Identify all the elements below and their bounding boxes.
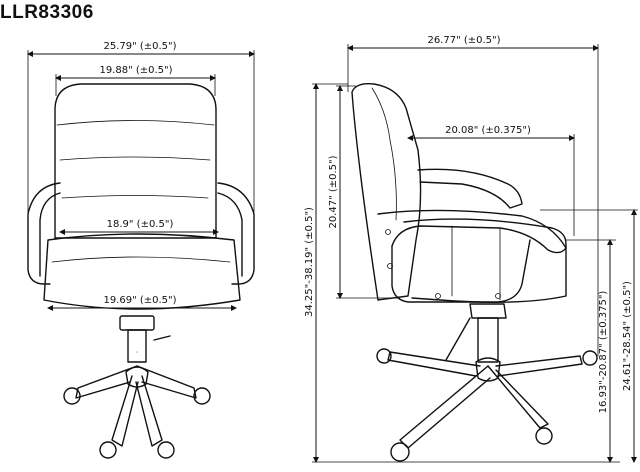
seat-width-label: 19.69" (±0.5") — [103, 295, 176, 306]
overall-width-label: 25.79" (±0.5") — [103, 41, 176, 52]
arm-height-label: 24.61"-28.54" (±0.5") — [622, 281, 633, 391]
side-dimension-lines — [312, 44, 638, 463]
back-height-label: 20.47" (±0.5") — [328, 155, 339, 228]
front-view-chair — [27, 83, 255, 459]
side-view-chair — [351, 82, 598, 462]
seat-depth-label: 20.08" (±0.375") — [445, 125, 531, 136]
front-dimension-lines — [27, 50, 255, 311]
model-number: LLR83306 — [0, 2, 94, 23]
overall-height-label: 34.25"-38.19" (±0.5") — [304, 207, 315, 317]
seat-height-label: 16.93"-20.87" (±0.375") — [598, 291, 609, 414]
inner-arm-width-label: 18.9" (±0.5") — [107, 219, 174, 230]
back-width-label: 19.88" (±0.5") — [99, 65, 172, 76]
overall-depth-label: 26.77" (±0.5") — [427, 35, 500, 46]
